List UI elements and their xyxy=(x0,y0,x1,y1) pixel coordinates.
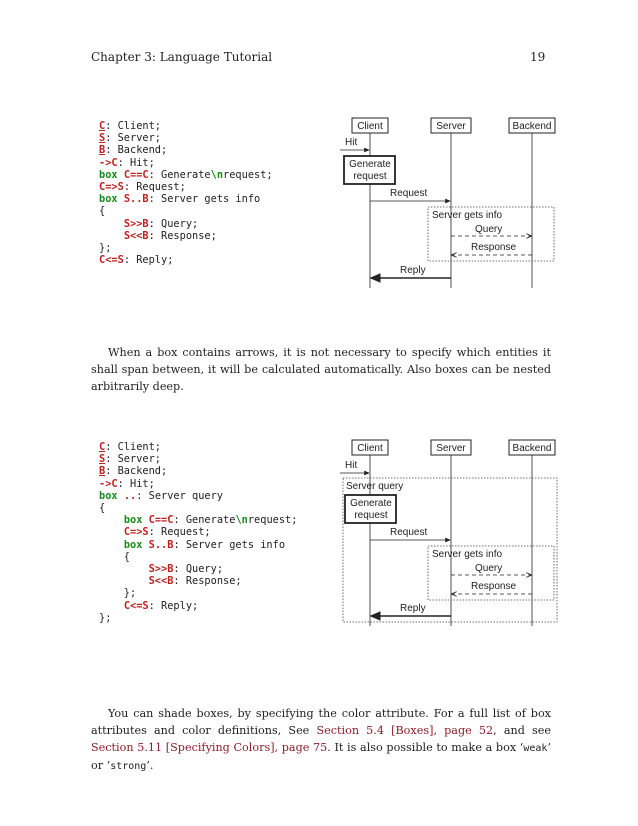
code-line: box S..B: Server gets info xyxy=(99,193,261,206)
code-line: ->C: Hit; xyxy=(99,156,155,169)
code-line: box S..B: Server gets info xyxy=(123,538,286,551)
code-line: S>>B: Query; xyxy=(148,563,224,576)
entity-client: Client xyxy=(351,117,389,134)
arrow-label-reply: Reply xyxy=(400,603,426,614)
svg-text:Server gets info: Server gets info xyxy=(432,549,502,560)
svg-text:Server: Server xyxy=(436,443,466,454)
code-line: C: Client; xyxy=(99,441,161,453)
svg-text:Client: Client xyxy=(357,443,383,454)
code-line: S<<B: Response; xyxy=(123,229,217,242)
svg-text:Client: Client xyxy=(357,121,383,132)
page-header-chapter: Chapter 3: Language Tutorial xyxy=(91,50,273,64)
svg-text:Generate: Generate xyxy=(350,498,392,509)
code-line: }; xyxy=(99,611,112,624)
code-line: { xyxy=(99,550,130,563)
code-line: C=>S: Request; xyxy=(123,526,211,539)
sequence-diagram-1: Client Server Backend Hit Generate reque… xyxy=(340,117,556,288)
code-example-1: C: Client; S: Server; B: Backend; ->C: H… xyxy=(99,120,273,266)
code-line: box ..: Server query xyxy=(99,489,224,502)
code-line: S<<B: Response; xyxy=(148,575,242,588)
code-line: B: Backend; xyxy=(99,465,168,478)
sequence-diagram-2: Client Server Backend Hit Server query G… xyxy=(340,439,558,626)
box-server-query xyxy=(342,477,558,623)
arrow-label-request: Request xyxy=(390,527,427,538)
entity-backend: Backend xyxy=(508,117,556,134)
code-line: C<=S: Reply; xyxy=(123,599,199,612)
arrow-label-query: Query xyxy=(475,224,502,235)
box-generate xyxy=(344,494,397,524)
code-line: box C==C: Generate\nrequest; xyxy=(99,168,273,181)
code-line: C=>S: Request; xyxy=(99,181,186,194)
code-line: box C==C: Generate\nrequest; xyxy=(123,514,298,527)
entity-server: Server xyxy=(430,439,472,456)
svg-text:Generate: Generate xyxy=(349,159,391,170)
svg-text:Server gets info: Server gets info xyxy=(432,210,502,221)
arrow-label-reply: Reply xyxy=(400,265,426,276)
code-line: ->C: Hit; xyxy=(99,477,155,490)
arrow-label-request: Request xyxy=(390,188,427,199)
entity-client: Client xyxy=(351,439,389,456)
code-example-2: C: Client; S: Server; B: Backend; ->C: H… xyxy=(99,441,297,624)
code-line: B: Backend; xyxy=(99,144,168,157)
code-line: }; xyxy=(99,242,112,255)
svg-text:request: request xyxy=(354,510,388,521)
svg-text:Backend: Backend xyxy=(513,443,552,454)
code-line: S: Server; xyxy=(99,453,161,466)
svg-text:request: request xyxy=(353,171,387,182)
arrow-label-response: Response xyxy=(471,242,516,253)
arrow-label-query: Query xyxy=(475,563,502,574)
code-line: { xyxy=(99,205,106,218)
code-line: S>>B: Query; xyxy=(123,217,199,230)
box-server-gets-info xyxy=(427,206,555,262)
code-line: { xyxy=(99,502,106,515)
arrow-label-response: Response xyxy=(471,581,516,592)
link-section-colors[interactable]: Section 5.11 [Specifying Colors], page 7… xyxy=(91,741,328,754)
box-generate xyxy=(343,155,396,185)
link-section-boxes[interactable]: Section 5.4 [Boxes], page 52 xyxy=(316,724,494,737)
arrow-label-hit: Hit xyxy=(345,460,357,471)
paragraph-1: When a box contains arrows, it is not ne… xyxy=(91,346,551,393)
entity-backend: Backend xyxy=(508,439,556,456)
svg-text:Server query: Server query xyxy=(346,481,403,492)
entity-server: Server xyxy=(430,117,472,134)
paragraph-2: You can shade boxes, by specifying the c… xyxy=(91,707,551,772)
arrow-label-hit: Hit xyxy=(345,137,357,148)
code-line: C: Client; xyxy=(99,120,162,132)
box-server-gets-info xyxy=(427,545,555,601)
code-line: }; xyxy=(99,587,137,600)
code-line: C<=S: Reply; xyxy=(99,254,174,267)
svg-text:Server: Server xyxy=(436,121,466,132)
svg-text:Backend: Backend xyxy=(513,121,552,132)
code-line: S: Server; xyxy=(99,132,161,145)
page-number: 19 xyxy=(530,50,546,64)
